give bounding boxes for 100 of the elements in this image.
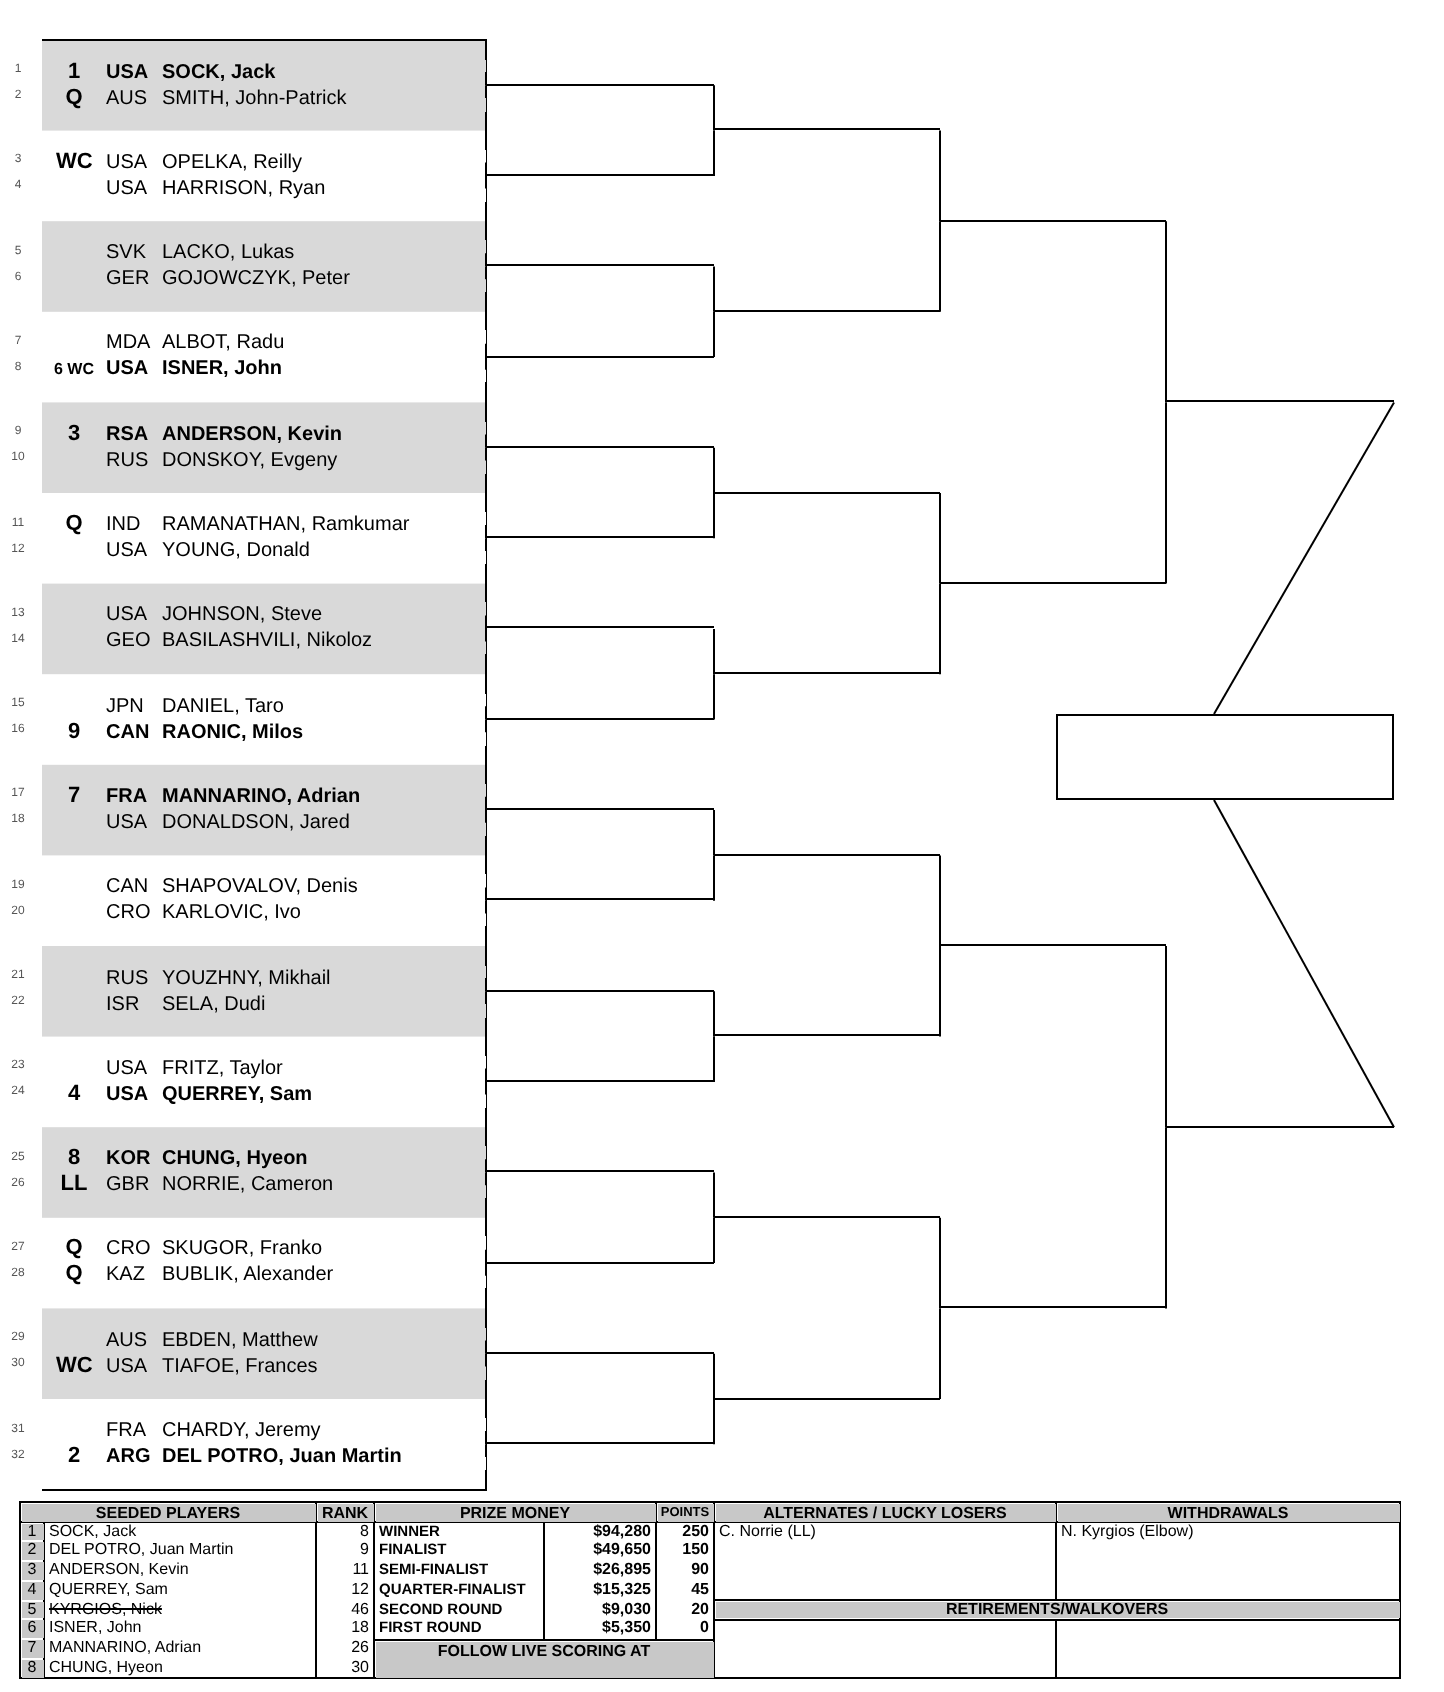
country-code: MDA [106, 330, 151, 357]
player-name: YOUNG, Donald [162, 538, 310, 564]
bracket-line [486, 626, 714, 631]
bracket-connector [485, 1262, 487, 1277]
bracket-connector [485, 1248, 487, 1265]
bracket-connector [713, 492, 715, 540]
player-name: RAMANATHAN, Ramkumar [162, 512, 410, 538]
player-name: ANDERSON, Kevin [162, 421, 343, 448]
player-name: DANIEL, Taro [162, 693, 284, 720]
points-value: 250 [680, 1523, 711, 1541]
bracket-connector [939, 220, 941, 313]
player-name: NORRIE, Cameron [162, 1172, 334, 1199]
seed-number: 4 [21, 1581, 43, 1599]
bracket-line [486, 1079, 714, 1084]
bracket-line [1166, 400, 1394, 405]
player-name: TIAFOE, Frances [162, 1353, 318, 1380]
points-value: 20 [689, 1601, 711, 1619]
seeded-player-name: MANNARINO, Adrian [47, 1640, 204, 1658]
rank-value: 46 [349, 1601, 371, 1619]
bracket-connector [713, 129, 715, 177]
bracket-connector [713, 1171, 715, 1219]
bracket-connector [485, 71, 487, 87]
bracket-connector [939, 582, 941, 676]
country-code: CAN [106, 874, 149, 901]
bracket-line [940, 219, 1166, 224]
bracket-connector [713, 627, 715, 676]
bracket-connector [485, 1067, 487, 1083]
rank-value: 11 [350, 1562, 371, 1580]
bracket-connector [485, 809, 487, 824]
bracket-connector [485, 886, 487, 902]
country-code: CRO [106, 900, 151, 927]
bracket-connector [485, 342, 487, 359]
country-code: IND [106, 512, 141, 538]
country-code: JPN [106, 693, 144, 720]
bracket-line [940, 1306, 1166, 1311]
player-name: EBDEN, Matthew [162, 1327, 318, 1354]
bracket-connector [485, 446, 487, 462]
bracket-connector [713, 84, 715, 132]
bracket-line [714, 491, 940, 495]
seed-label: 2 [65, 1444, 83, 1470]
bracket-line [486, 264, 714, 269]
player-name: OPELKA, Reilly [162, 149, 303, 176]
bracket-connector [713, 1398, 715, 1446]
country-code: GER [106, 266, 150, 293]
bracket-connector [485, 1171, 487, 1187]
bracket-connector [939, 1216, 941, 1310]
country-code: USA [106, 809, 148, 836]
bracket-connector [485, 1352, 487, 1368]
bracket-connector [713, 265, 715, 313]
bracket-line [486, 536, 714, 541]
scoring-note: FOLLOW LIVE SCORING AT [375, 1641, 713, 1677]
bracket-line [486, 898, 714, 903]
country-code: USA [106, 175, 148, 202]
bracket-connector [485, 990, 487, 1005]
prize-amount: $5,350 [600, 1620, 653, 1638]
column-header: ALTERNATES / LUCKY LOSERS [715, 1503, 1055, 1521]
seed-label: Q [63, 512, 85, 538]
player-name: SELA, Dudi [162, 991, 266, 1017]
bracket-connector [1165, 1126, 1167, 1310]
bracket-connector [485, 265, 487, 281]
seed-number: 3 [21, 1562, 43, 1580]
bracket-connector [485, 614, 487, 630]
country-code: AUS [106, 1327, 148, 1354]
seeded-player-name: SOCK, Jack [47, 1523, 139, 1541]
seed-label: 1 [65, 59, 83, 85]
bracket-line [486, 173, 714, 178]
player-name: HARRISON, Ryan [162, 175, 326, 202]
player-name: CHARDY, Jeremy [162, 1418, 321, 1444]
prize-amount: $94,280 [591, 1523, 653, 1541]
player-name: FRITZ, Taylor [162, 1055, 283, 1082]
bracket-connector [485, 84, 487, 99]
alternate-entry: C. Norrie (LL) [717, 1523, 818, 1541]
country-code: AUS [106, 85, 148, 111]
bracket-line [714, 128, 940, 133]
country-code: USA [106, 1081, 149, 1108]
player-name: BUBLIK, Alexander [162, 1262, 334, 1289]
player-name: ALBOT, Radu [162, 330, 285, 357]
country-code: USA [106, 602, 148, 629]
seed-label: WC [56, 149, 92, 176]
seed-number: 8 [21, 1659, 43, 1677]
section-heading: RETIREMENTS/WALKOVERS [715, 1601, 1399, 1619]
seed-number: 6 [21, 1620, 43, 1638]
country-code: USA [106, 538, 148, 564]
bracket-connector [485, 1080, 487, 1096]
country-code: CRO [106, 1236, 151, 1263]
bracket-connector [485, 977, 487, 993]
seed-number: 2 [21, 1542, 43, 1560]
bracket-line [486, 989, 714, 994]
seeded-player-name: CHUNG, Hyeon [47, 1659, 165, 1677]
bracket-connector [485, 174, 487, 190]
bracket-connector [485, 161, 487, 177]
bracket-connector [713, 673, 715, 721]
bracket-line [486, 1351, 714, 1356]
bracket-line [940, 944, 1166, 948]
prize-amount: $15,325 [591, 1581, 653, 1599]
bracket-connector [713, 854, 715, 902]
bracket-connector [485, 795, 487, 812]
bracket-connector [713, 1352, 715, 1400]
rank-value: 18 [349, 1620, 371, 1638]
seed-label: Q [63, 1262, 85, 1289]
